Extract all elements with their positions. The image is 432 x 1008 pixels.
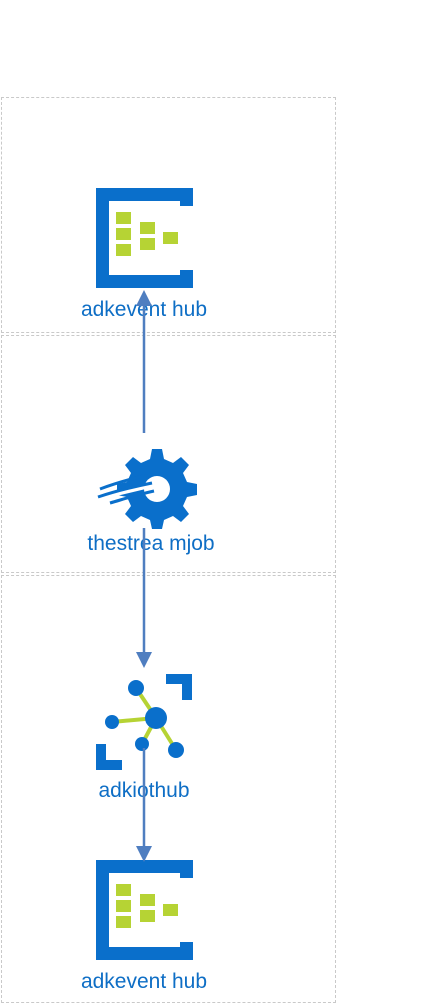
group-box-top bbox=[1, 97, 336, 333]
edge-stream-job-to-iot-hub bbox=[136, 528, 152, 668]
event-hub-icon[interactable] bbox=[96, 188, 193, 288]
event-hub-bottom-label: adkevent hub bbox=[80, 970, 208, 993]
iot-hub-icon[interactable] bbox=[96, 674, 192, 770]
stream-analytics-icon[interactable] bbox=[96, 443, 208, 529]
stream-job-label: thestrea mjob bbox=[87, 532, 215, 555]
edge-stream-job-to-event-hub-top bbox=[136, 290, 152, 433]
edge-iot-hub-to-event-hub-bottom bbox=[136, 748, 152, 862]
event-hub-icon[interactable] bbox=[96, 860, 193, 960]
group-box-bottom bbox=[1, 575, 336, 1003]
group-box-middle bbox=[1, 335, 336, 573]
